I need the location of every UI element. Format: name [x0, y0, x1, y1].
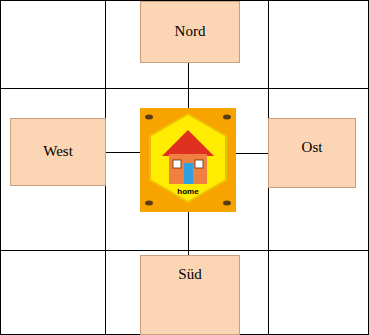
house-roof: [162, 130, 214, 156]
bee-mark: [223, 115, 231, 120]
icon-label: home: [177, 187, 198, 196]
connector-line: [188, 212, 189, 255]
direction-label: Süd: [178, 266, 201, 283]
house-window: [173, 160, 181, 168]
grid-line: [0, 250, 369, 251]
connector-line: [188, 63, 189, 108]
house-wall: [169, 154, 207, 184]
bee-mark: [145, 201, 153, 206]
direction-box: Ost: [268, 118, 356, 188]
grid-line: [0, 88, 369, 89]
bee-mark: [223, 201, 231, 206]
direction-label: Nord: [175, 23, 206, 40]
house-door: [184, 163, 193, 184]
connector-line: [236, 153, 268, 154]
home-node: home: [140, 108, 236, 212]
icon-ground: [140, 108, 236, 212]
home-icon: [140, 108, 236, 212]
house-window: [195, 160, 203, 168]
direction-box: West: [10, 118, 106, 186]
direction-label: West: [43, 143, 73, 160]
icon-hexagon: [150, 114, 226, 202]
direction-box: Süd: [140, 255, 240, 335]
connector-line: [106, 152, 140, 153]
bee-mark: [145, 115, 153, 120]
direction-label: Ost: [302, 139, 323, 156]
direction-box: Nord: [140, 1, 240, 63]
